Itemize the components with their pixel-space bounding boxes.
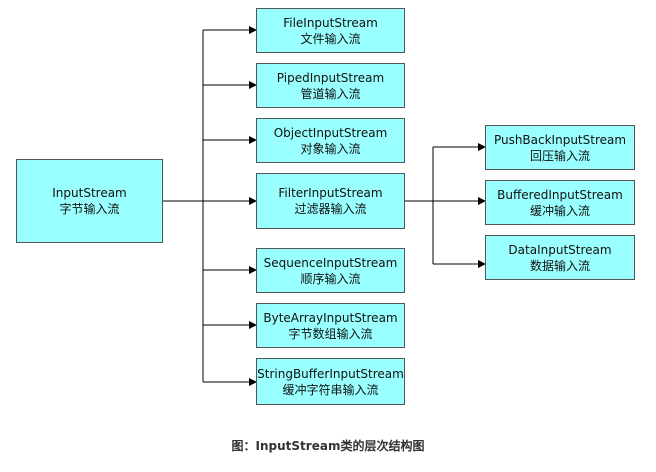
node-sequenceinputstream: SequenceInputStream 顺序输入流 [256,248,405,293]
node-class-name: ObjectInputStream [273,125,388,140]
node-fileinputstream: FileInputStream 文件输入流 [256,8,405,53]
node-class-desc: 顺序输入流 [300,271,361,286]
node-class-name: PipedInputStream [276,70,385,85]
node-class-name: BufferedInputStream [497,187,623,202]
node-inputstream: InputStream 字节输入流 [16,159,163,243]
diagram-caption: 图：InputStream类的层次结构图 [231,439,425,453]
node-bytearrayinputstream: ByteArrayInputStream 字节数组输入流 [256,303,405,348]
node-class-name: SequenceInputStream [263,255,398,270]
node-class-desc: 文件输入流 [300,31,361,46]
node-filterinputstream: FilterInputStream 过滤器输入流 [256,173,405,229]
node-class-name: PushBackInputStream [493,132,627,147]
node-class-name: InputStream [52,186,127,200]
node-class-desc: 回压输入流 [529,148,590,163]
node-class-name: DataInputStream [508,242,612,257]
node-pipedinputstream: PipedInputStream 管道输入流 [256,63,405,108]
node-pushbackinputstream: PushBackInputStream 回压输入流 [485,125,635,170]
node-class-desc: 缓冲输入流 [529,203,590,218]
node-class-desc: 管道输入流 [300,86,361,101]
node-class-name: StringBufferInputStream [257,366,404,381]
node-class-name: FilterInputStream [278,186,383,200]
node-class-desc: 数据输入流 [529,258,590,273]
node-bufferedinputstream: BufferedInputStream 缓冲输入流 [485,180,635,225]
node-class-desc: 过滤器输入流 [294,202,367,216]
node-class-desc: 字节输入流 [59,202,120,216]
node-stringbufferinputstream: StringBufferInputStream 缓冲字符串输入流 [256,358,405,405]
node-class-desc: 缓冲字符串输入流 [282,382,379,397]
node-class-name: FileInputStream [283,15,378,30]
node-class-name: ByteArrayInputStream [263,310,398,325]
node-class-desc: 字节数组输入流 [288,326,373,341]
node-datainputstream: DataInputStream 数据输入流 [485,235,635,280]
node-class-desc: 对象输入流 [300,141,361,156]
node-objectinputstream: ObjectInputStream 对象输入流 [256,118,405,163]
